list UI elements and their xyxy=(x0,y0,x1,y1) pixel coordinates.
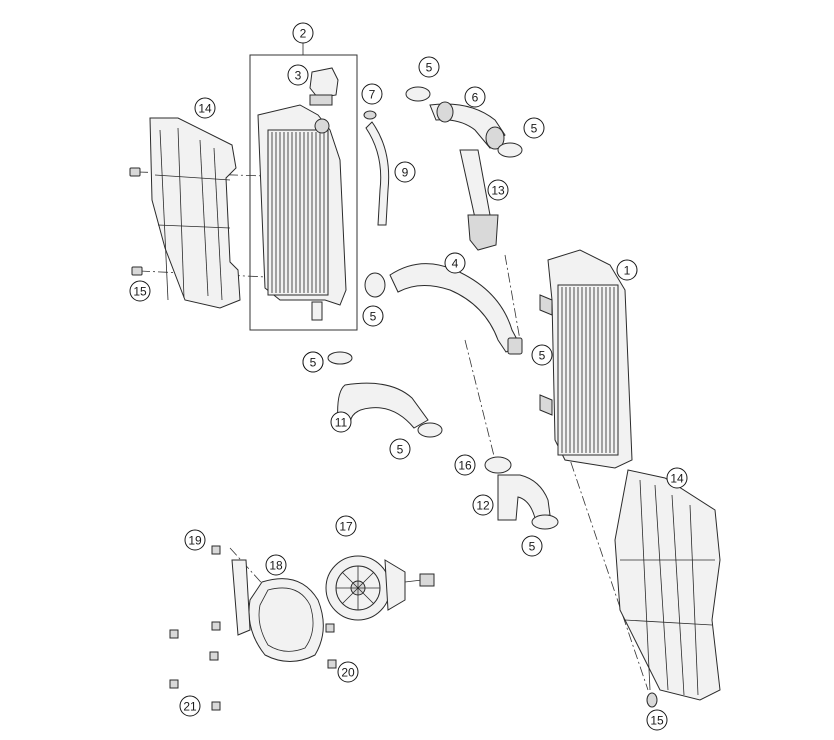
callout-label: 19 xyxy=(188,534,202,548)
callout-label: 17 xyxy=(339,520,353,534)
right-radiator xyxy=(539,249,633,469)
callout-label: 12 xyxy=(476,499,490,513)
callout-5: 5 xyxy=(389,438,411,460)
callout-label: 3 xyxy=(295,69,302,83)
callout-label: 5 xyxy=(426,61,433,75)
callout-12: 12 xyxy=(472,494,494,516)
callout-label: 5 xyxy=(531,122,538,136)
coolant-fitting xyxy=(459,149,499,251)
callout-2: 2 xyxy=(292,22,314,44)
callout-13: 13 xyxy=(487,179,509,201)
callout-label: 15 xyxy=(650,714,664,728)
screw-left-lower xyxy=(131,266,143,276)
callout-5: 5 xyxy=(362,305,384,327)
left-radiator xyxy=(257,104,347,321)
callout-label: 1 xyxy=(624,264,631,278)
right-shroud xyxy=(614,469,721,701)
callout-3: 3 xyxy=(287,64,309,86)
callout-label: 7 xyxy=(369,88,376,102)
callout-4: 4 xyxy=(444,252,466,274)
callout-5: 5 xyxy=(302,351,324,373)
callout-label: 6 xyxy=(472,91,479,105)
fan-bracket xyxy=(231,559,251,636)
callout-label: 9 xyxy=(402,166,409,180)
callout-label: 5 xyxy=(529,540,536,554)
callout-label: 13 xyxy=(491,184,505,198)
callout-15: 15 xyxy=(646,709,668,731)
callout-7: 7 xyxy=(361,83,383,105)
callout-layer: 1234555555556791112131414151516171819202… xyxy=(129,22,688,731)
callout-label: 11 xyxy=(335,416,348,430)
callout-label: 15 xyxy=(133,285,147,299)
callout-label: 5 xyxy=(310,356,317,370)
callout-label: 4 xyxy=(452,257,459,271)
screws-fan xyxy=(169,545,337,711)
clamp-hose-12-bottom xyxy=(531,514,559,530)
callout-label: 18 xyxy=(269,559,283,573)
callout-label: 16 xyxy=(458,459,472,473)
callout-5: 5 xyxy=(418,56,440,78)
cooling-fan xyxy=(325,555,435,621)
callout-21: 21 xyxy=(179,695,201,717)
callout-19: 19 xyxy=(184,529,206,551)
clamp-long-hose-right xyxy=(507,337,523,355)
callout-label: 5 xyxy=(397,443,404,457)
callout-14: 14 xyxy=(666,467,688,489)
callout-15: 15 xyxy=(129,280,151,302)
callout-1: 1 xyxy=(616,259,638,281)
clamp-hose-11-top xyxy=(327,351,353,365)
fan-shroud xyxy=(248,578,324,662)
callout-17: 17 xyxy=(335,515,357,537)
callout-5: 5 xyxy=(521,535,543,557)
screw-left-upper xyxy=(129,167,141,177)
assembly-group-box xyxy=(249,54,358,331)
lower-right-hose xyxy=(497,474,551,521)
long-hose xyxy=(389,263,521,353)
callout-20: 20 xyxy=(337,661,359,683)
callout-6: 6 xyxy=(464,86,486,108)
callout-9: 9 xyxy=(394,161,416,183)
callout-label: 21 xyxy=(183,700,197,714)
upper-hose xyxy=(429,101,506,150)
small-clamp xyxy=(363,110,377,120)
clamp-long-hose-left xyxy=(364,272,386,298)
clamp-top-left xyxy=(405,86,431,102)
callout-label: 5 xyxy=(370,310,377,324)
callout-label: 14 xyxy=(670,472,684,486)
radiator-cap xyxy=(309,67,339,106)
overflow-hose xyxy=(365,121,390,226)
clamp-top-right xyxy=(497,142,523,158)
callout-14: 14 xyxy=(194,97,216,119)
left-shroud xyxy=(149,117,241,309)
screw-right-lower xyxy=(646,692,658,708)
callout-18: 18 xyxy=(265,554,287,576)
lower-left-hose xyxy=(337,382,429,429)
callout-16: 16 xyxy=(454,454,476,476)
callout-label: 14 xyxy=(198,102,212,116)
callout-label: 20 xyxy=(341,666,355,680)
callout-label: 2 xyxy=(300,27,307,41)
callout-5: 5 xyxy=(531,344,553,366)
callout-11: 11 xyxy=(330,411,352,433)
callout-label: 5 xyxy=(539,349,546,363)
callout-5: 5 xyxy=(523,117,545,139)
clamp-hose-11-bottom xyxy=(417,422,443,438)
clamp-16 xyxy=(484,456,512,474)
